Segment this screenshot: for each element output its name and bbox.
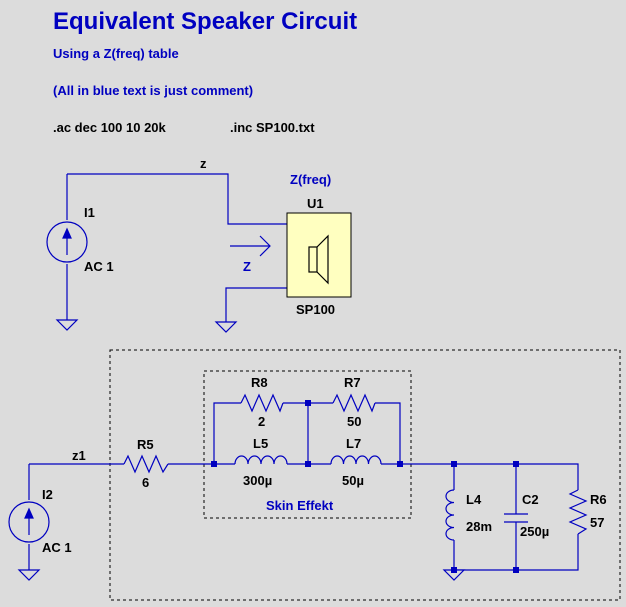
inductor-l4[interactable]	[445, 489, 455, 541]
resistor-r6-name: R6	[590, 492, 607, 507]
inductor-l4-name: L4	[466, 492, 482, 507]
inductor-l5-name: L5	[253, 436, 269, 451]
ground-symbol	[55, 319, 79, 331]
resistor-r8[interactable]	[240, 393, 284, 413]
resistor-r5-name: R5	[137, 437, 154, 452]
net-label-z1: z1	[72, 448, 86, 463]
include-directive[interactable]: .inc SP100.txt	[230, 120, 315, 135]
resistor-r5-value: 6	[142, 475, 150, 490]
resistor-r8-value: 2	[258, 414, 266, 429]
inductor-l7[interactable]	[330, 455, 382, 465]
resistor-r7-name: R7	[344, 375, 361, 390]
resistor-r8-name: R8	[251, 375, 268, 390]
resistor-r7-value: 50	[347, 414, 362, 429]
current-source-i1[interactable]	[46, 221, 88, 263]
outer-dashed-box	[109, 349, 621, 601]
top-wires[interactable]	[66, 173, 287, 322]
impedance-arrow	[230, 235, 271, 257]
inductor-l7-value: 50µ	[342, 473, 364, 488]
capacitor-c2-value: 250µ	[520, 524, 550, 539]
inductor-l4-value: 28m	[466, 519, 493, 534]
net-label-z: z	[200, 156, 207, 171]
ground-symbol	[17, 569, 41, 581]
source-name-i2: I2	[42, 487, 53, 502]
note-comment: (All in blue text is just comment)	[53, 83, 254, 98]
ground-symbol	[214, 321, 238, 333]
inductor-l5-value: 300µ	[243, 473, 273, 488]
ac-directive[interactable]: .ac dec 100 10 20k	[53, 120, 166, 135]
inductor-l5[interactable]	[234, 455, 288, 465]
speaker-component-u1[interactable]	[286, 212, 352, 298]
resistor-r7[interactable]	[332, 393, 376, 413]
arrow-label-z: Z	[243, 259, 251, 274]
inductor-l7-name: L7	[346, 436, 362, 451]
source-value-i1: AC 1	[84, 259, 114, 274]
subtitle-comment: Using a Z(freq) table	[53, 46, 179, 61]
component-model-u1: SP100	[296, 302, 336, 317]
resistor-r5[interactable]	[123, 454, 169, 474]
capacitor-c2-name: C2	[522, 492, 539, 507]
bottom-wires[interactable]	[28, 402, 579, 571]
junction-dots	[211, 400, 519, 573]
zfreq-comment: Z(freq)	[290, 172, 332, 187]
resistor-r6-value: 57	[590, 515, 605, 530]
page-title: Equivalent Speaker Circuit	[53, 8, 358, 35]
source-name-i1: I1	[84, 205, 95, 220]
component-name-u1: U1	[307, 196, 324, 211]
current-source-i2[interactable]	[8, 501, 50, 543]
resistor-r6[interactable]	[568, 489, 588, 535]
skin-effect-comment: Skin Effekt	[266, 498, 334, 513]
skin-effect-dashed-box	[203, 370, 412, 519]
source-value-i2: AC 1	[42, 540, 72, 555]
capacitor-c2[interactable]	[504, 513, 528, 523]
